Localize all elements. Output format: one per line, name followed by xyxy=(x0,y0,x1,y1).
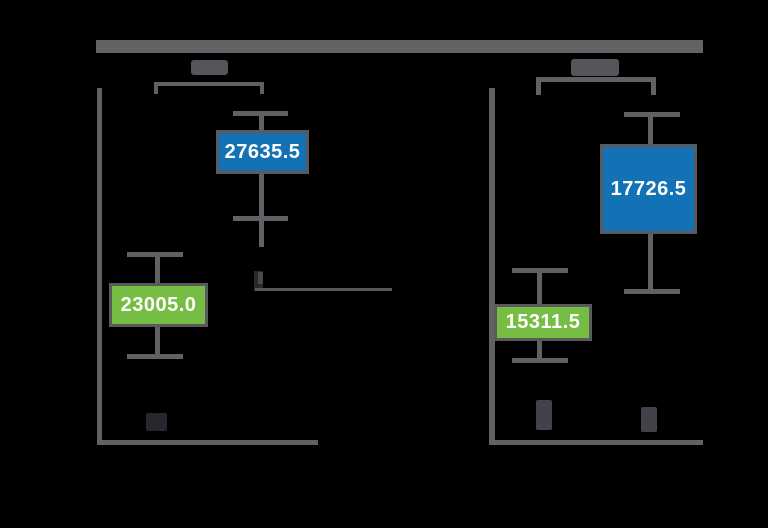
x-tick-label-glyph-right-1 xyxy=(536,400,552,430)
box-left-blue: 27635.5 xyxy=(216,130,309,174)
significance-bracket-left-tick xyxy=(154,82,158,94)
whisker-cap-bottom-left-blue xyxy=(233,216,288,221)
right-panel-y-spine xyxy=(489,88,495,445)
whisker-cap-top-right-blue xyxy=(624,112,680,117)
significance-bracket-right-tick xyxy=(536,77,541,95)
annotation-marker-left xyxy=(254,271,263,291)
whisker-line-bottom-left-green xyxy=(155,327,160,355)
whisker-cap-bottom-right-blue xyxy=(624,289,680,294)
whisker-line-bottom-right-blue xyxy=(648,234,653,290)
box-right-green: 15311.5 xyxy=(494,304,592,341)
significance-bracket-left xyxy=(154,82,264,86)
significance-bracket-right-tick xyxy=(651,77,656,95)
whisker-cap-top-left-green xyxy=(127,252,183,257)
box-value-label: 17726.5 xyxy=(610,177,687,200)
box-right-blue: 17726.5 xyxy=(600,144,697,234)
whisker-line-top-right-blue xyxy=(648,117,653,145)
left-panel-x-spine xyxy=(97,440,318,445)
whisker-line-bottom-right-green xyxy=(537,341,542,359)
box-left-green: 23005.0 xyxy=(109,283,208,327)
whisker-line-bottom-left-blue xyxy=(259,174,264,247)
whisker-cap-bottom-right-green xyxy=(512,358,568,363)
figure-title-bar xyxy=(96,40,703,53)
whisker-line-top-right-green xyxy=(537,273,542,307)
box-value-label: 15311.5 xyxy=(505,311,581,333)
left-panel-y-spine xyxy=(97,88,102,445)
whisker-cap-top-right-green xyxy=(512,268,568,273)
x-tick-label-glyph-right-2 xyxy=(641,407,657,432)
whisker-cap-top-left-blue xyxy=(233,111,288,116)
box-value-label: 23005.0 xyxy=(120,293,197,316)
whisker-line-top-left-green xyxy=(155,257,160,285)
significance-label-left-illegible xyxy=(191,60,228,75)
significance-bracket-left-tick xyxy=(260,82,264,94)
x-tick-label-glyph-left xyxy=(146,413,167,431)
box-value-label: 27635.5 xyxy=(224,140,301,163)
significance-bracket-right xyxy=(536,77,656,82)
right-panel-x-spine xyxy=(489,440,703,445)
whisker-cap-bottom-left-green xyxy=(127,354,183,359)
annotation-line-left xyxy=(255,288,392,291)
whisker-line-top-left-blue xyxy=(259,116,264,132)
significance-label-right-illegible xyxy=(571,59,619,76)
